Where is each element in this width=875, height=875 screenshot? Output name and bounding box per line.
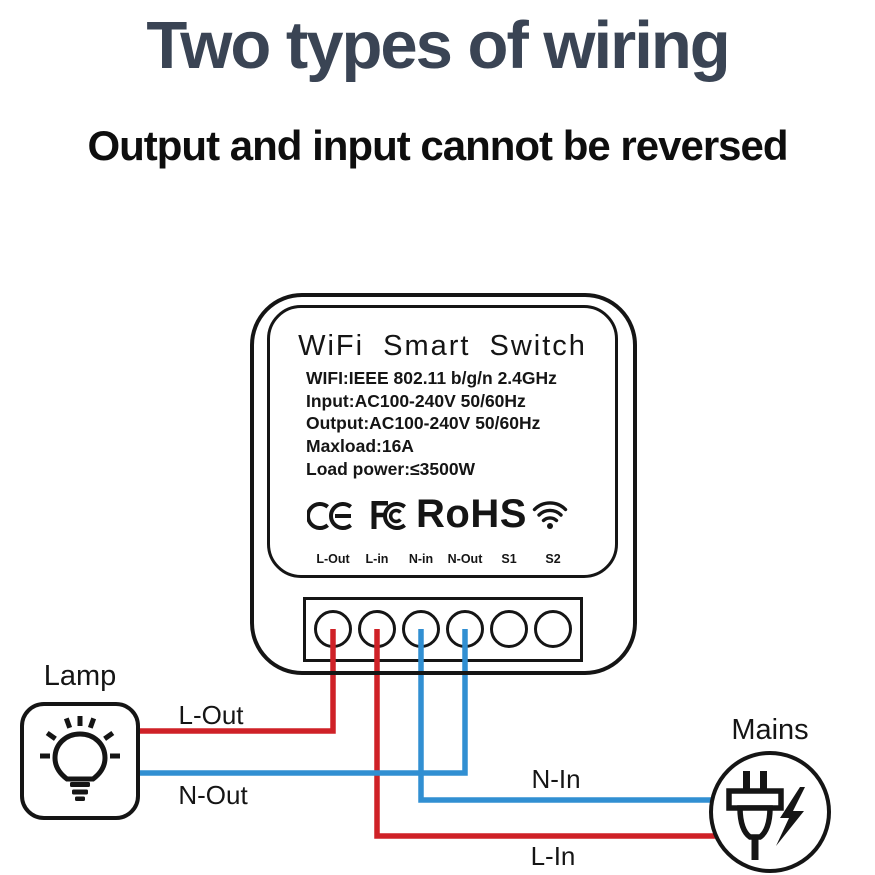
n-in-wire	[418, 629, 716, 803]
page-subtitle: Output and input cannot be reversed	[87, 122, 788, 169]
mains-label: Mains	[731, 714, 809, 746]
spec-line-input: Input:AC100-240V 50/60Hz	[306, 390, 526, 411]
terminal-label-l-in: L-in	[365, 552, 389, 566]
wire-label-l-out: L-Out	[178, 700, 244, 730]
wire-label-l-in: L-In	[530, 841, 576, 871]
lamp-box	[20, 702, 140, 820]
fcc-mark-icon	[371, 501, 406, 530]
wire-label-n-out: N-Out	[178, 780, 248, 810]
terminal-label-s2: S2	[545, 552, 561, 566]
terminal-label-n-in: N-in	[408, 552, 434, 566]
terminal-label-n-out: N-Out	[447, 552, 483, 566]
spec-line-output: Output:AC100-240V 50/60Hz	[306, 413, 541, 434]
ce-mark-icon	[307, 502, 352, 530]
page-title: Two types of wiring	[146, 8, 730, 83]
n-out-wire	[140, 629, 468, 776]
terminal-label-s1: S1	[501, 552, 517, 566]
smart-switch-body	[250, 293, 637, 675]
l-out-wire	[140, 629, 336, 734]
power-plug-icon	[726, 771, 805, 860]
spec-line-loadpower: Load power:≤3500W	[306, 458, 476, 479]
terminal-circle	[490, 610, 528, 648]
spec-line-wifi: WIFI:IEEE 802.11 b/g/n 2.4GHz	[306, 368, 557, 388]
mains-circle	[709, 751, 831, 873]
terminal-circle	[534, 610, 572, 648]
switch-title: WiFi Smart Switch	[298, 330, 587, 362]
switch-specs: WIFI:IEEE 802.11 b/g/n 2.4GHz Input:AC10…	[306, 367, 606, 481]
spec-line-maxload: Maxload:16A	[306, 436, 414, 457]
light-bulb-icon	[40, 716, 120, 801]
switch-inner-border	[267, 305, 618, 578]
wire-label-n-in: N-In	[531, 764, 581, 794]
l-in-wire	[374, 629, 718, 839]
bulb-rays	[40, 716, 120, 759]
rohs-mark: RoHS	[416, 492, 527, 536]
lightning-bolt-icon	[776, 787, 805, 846]
lamp-label: Lamp	[43, 660, 117, 692]
terminal-label-l-out: L-Out	[316, 552, 350, 566]
wifi-signal-icon	[532, 501, 568, 529]
